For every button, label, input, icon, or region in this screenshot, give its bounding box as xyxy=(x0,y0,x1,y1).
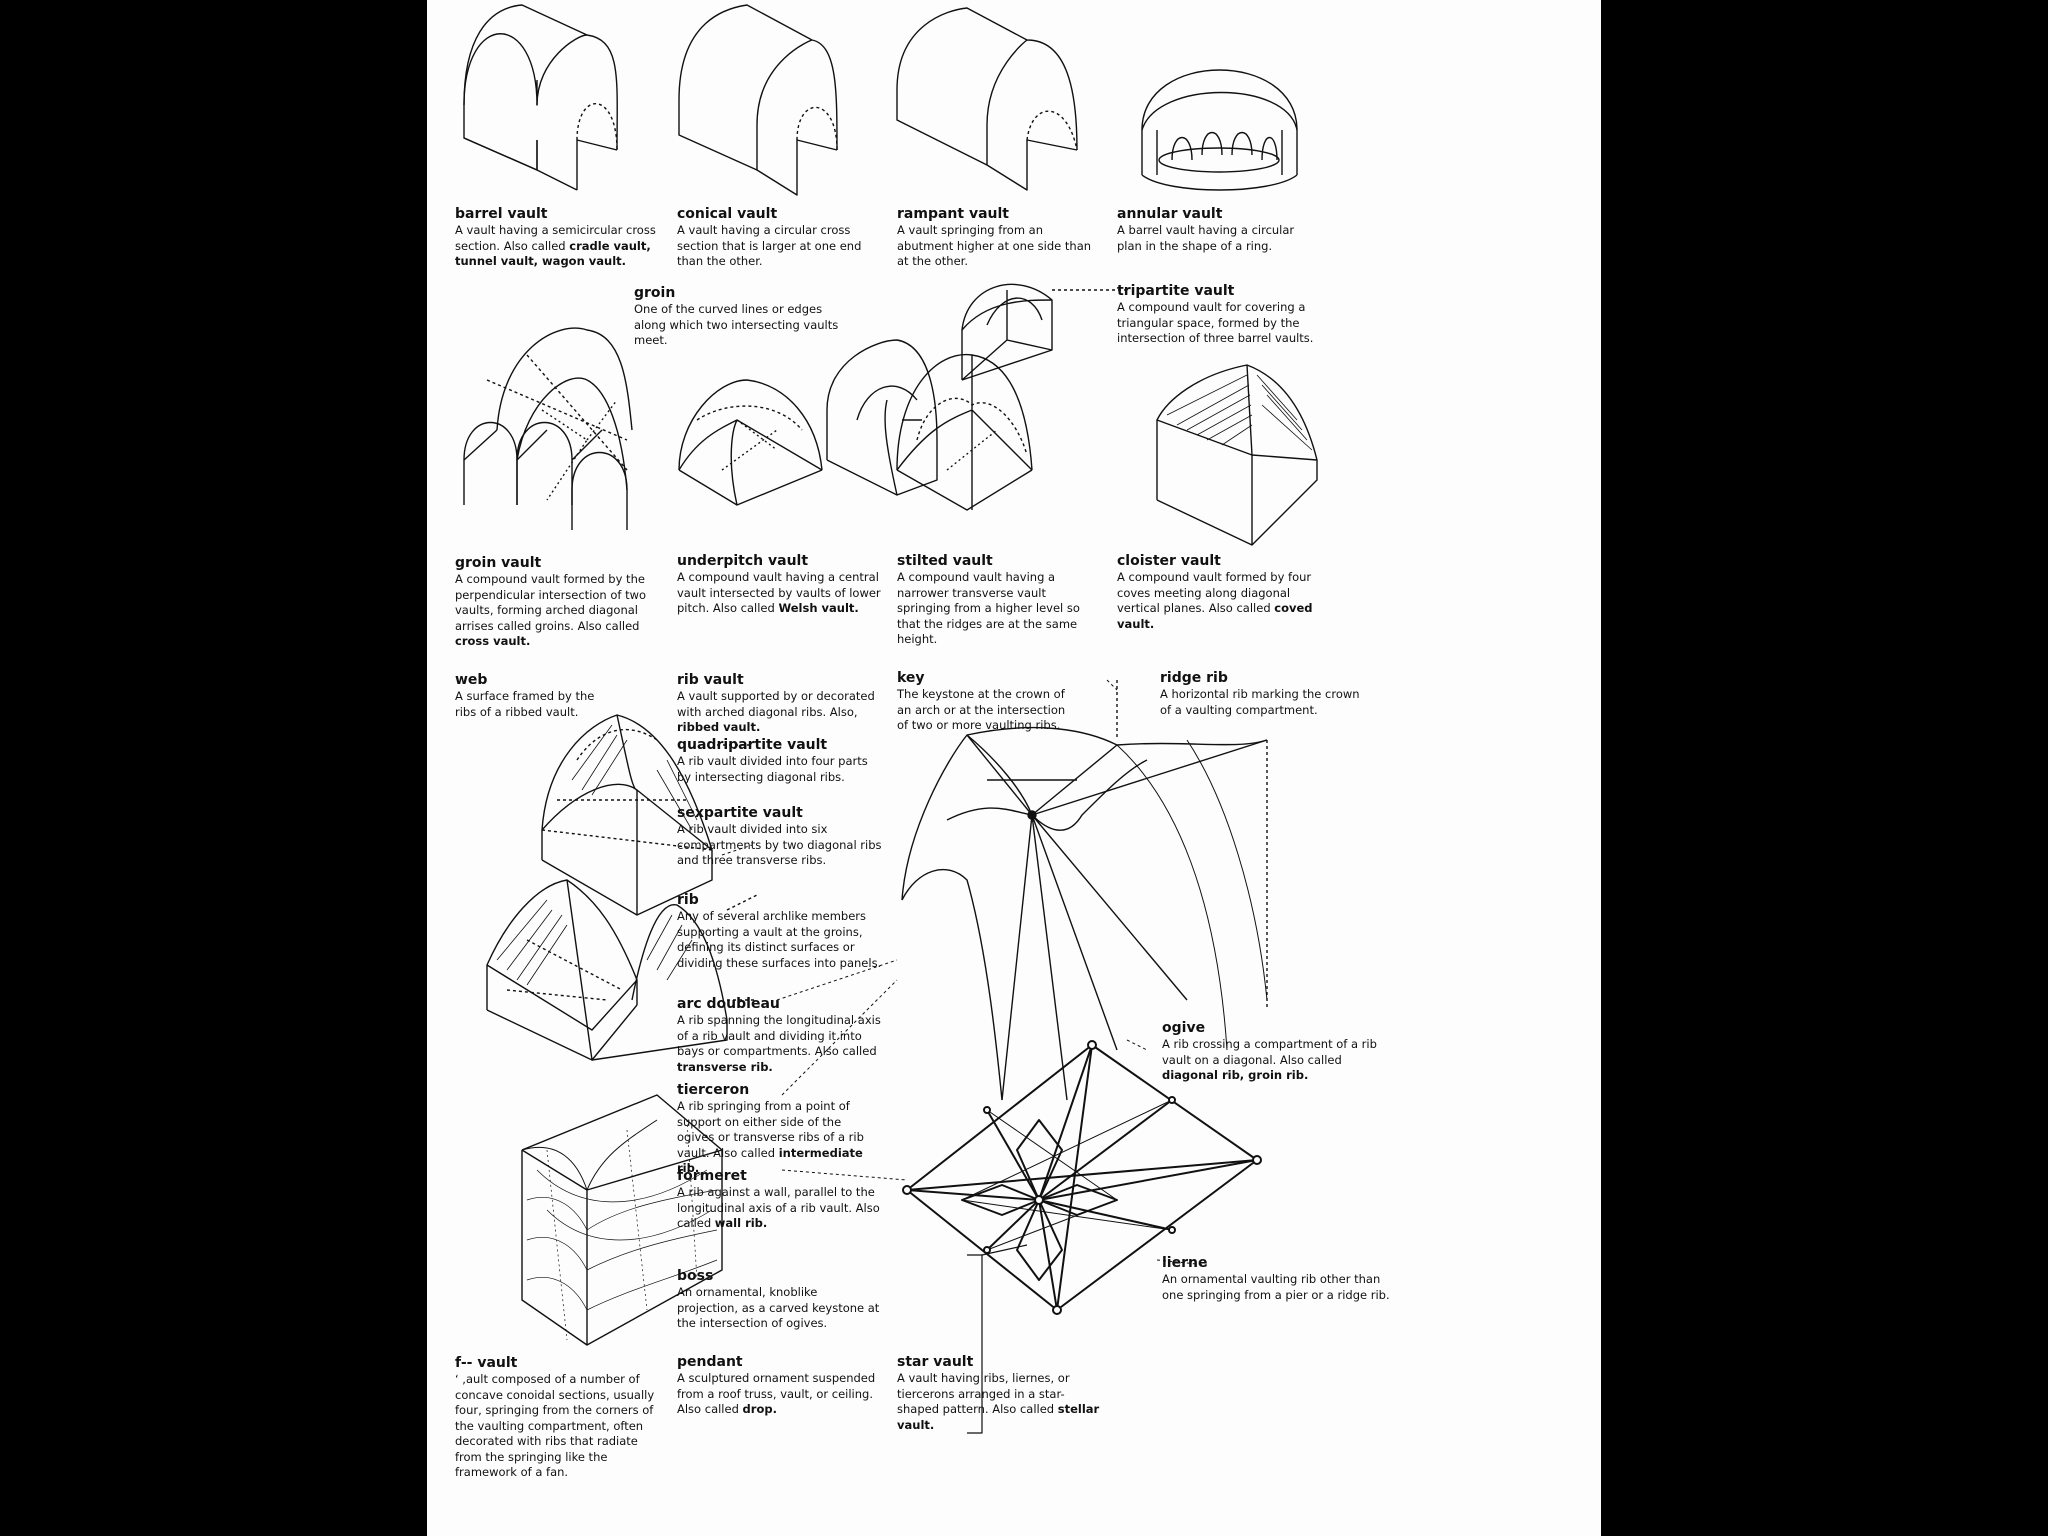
term-key: key The keystone at the crown of an arch… xyxy=(897,670,1066,732)
term-tripartite-vault: tripartite vault A compound vault for co… xyxy=(1117,283,1314,345)
fan-vault-drawing xyxy=(521,1094,723,1346)
vault-illustrations xyxy=(463,4,1318,1434)
term-ogive: ogive A rib crossing a compartment of a … xyxy=(1162,1020,1377,1082)
term-stilted-vault: stilted vault A compound vault having a … xyxy=(897,553,1080,646)
term-arc-doubleau: arc doubleau A rib spanning the longitud… xyxy=(677,996,881,1074)
groin-vault-drawing xyxy=(463,327,633,530)
cloister-vault-drawing xyxy=(1156,364,1318,546)
stilted-vault-drawing xyxy=(896,353,1033,511)
underpitch-vault-drawing xyxy=(678,339,938,506)
bracket xyxy=(967,1244,1028,1434)
rampant-vault-drawing xyxy=(896,7,1078,191)
term-conical-vault: conical vault A vault having a circular … xyxy=(677,206,862,268)
quadripartite-vault-drawing xyxy=(541,714,752,916)
glossary-page: barrel vault A vault having a semicircul… xyxy=(427,0,1601,1536)
term-fan-vault: f-- vault ʻ ,ault composed of a number o… xyxy=(455,1355,655,1479)
annular-vault-drawing xyxy=(1141,69,1298,191)
barrel-vault-drawing xyxy=(463,4,618,191)
conical-vault-drawing xyxy=(678,4,838,196)
term-lierne: lierne An ornamental vaulting rib other … xyxy=(1162,1255,1390,1302)
term-sexpartite-vault: sexpartite vault A rib vault divided int… xyxy=(677,805,882,867)
term-star-vault: star vault A vault having ribs, liernes,… xyxy=(897,1354,1100,1432)
leader-lines xyxy=(721,679,1208,1266)
term-barrel-vault: barrel vault A vault having a semicircul… xyxy=(455,206,656,268)
term-rib-vault: rib vault A vault supported by or decora… xyxy=(677,672,875,734)
term-formeret: formeret A rib against a wall, parallel … xyxy=(677,1168,880,1230)
term-pendant: pendant A sculptured ornament suspended … xyxy=(677,1354,876,1416)
term-rampant-vault: rampant vault A vault springing from an … xyxy=(897,206,1092,268)
term-annular-vault: annular vault A barrel vault having a ci… xyxy=(1117,206,1295,253)
tripartite-vault-drawing xyxy=(961,283,1127,381)
term-rib: rib Any of several archlike members supp… xyxy=(677,892,882,970)
term-underpitch-vault: underpitch vault A compound vault having… xyxy=(677,553,881,615)
term-cloister-vault: cloister vault A compound vault formed b… xyxy=(1117,553,1313,631)
term-tierceron: tierceron A rib springing from a point o… xyxy=(677,1082,864,1175)
term-groin: groin One of the curved lines or edges a… xyxy=(634,285,839,347)
term-web: web A surface framed by the ribs of a ri… xyxy=(455,672,595,719)
star-vault-plan-drawing xyxy=(902,1040,1262,1315)
sexpartite-vault-drawing xyxy=(486,879,758,1061)
term-boss: boss An ornamental, knoblike projection,… xyxy=(677,1268,880,1330)
term-ridge-rib: ridge rib A horizontal rib marking the c… xyxy=(1160,670,1360,717)
term-quadripartite-vault: quadripartite vault A rib vault divided … xyxy=(677,737,868,784)
term-groin-vault: groin vault A compound vault formed by t… xyxy=(455,555,647,648)
star-vault-drawing xyxy=(901,680,1268,1101)
